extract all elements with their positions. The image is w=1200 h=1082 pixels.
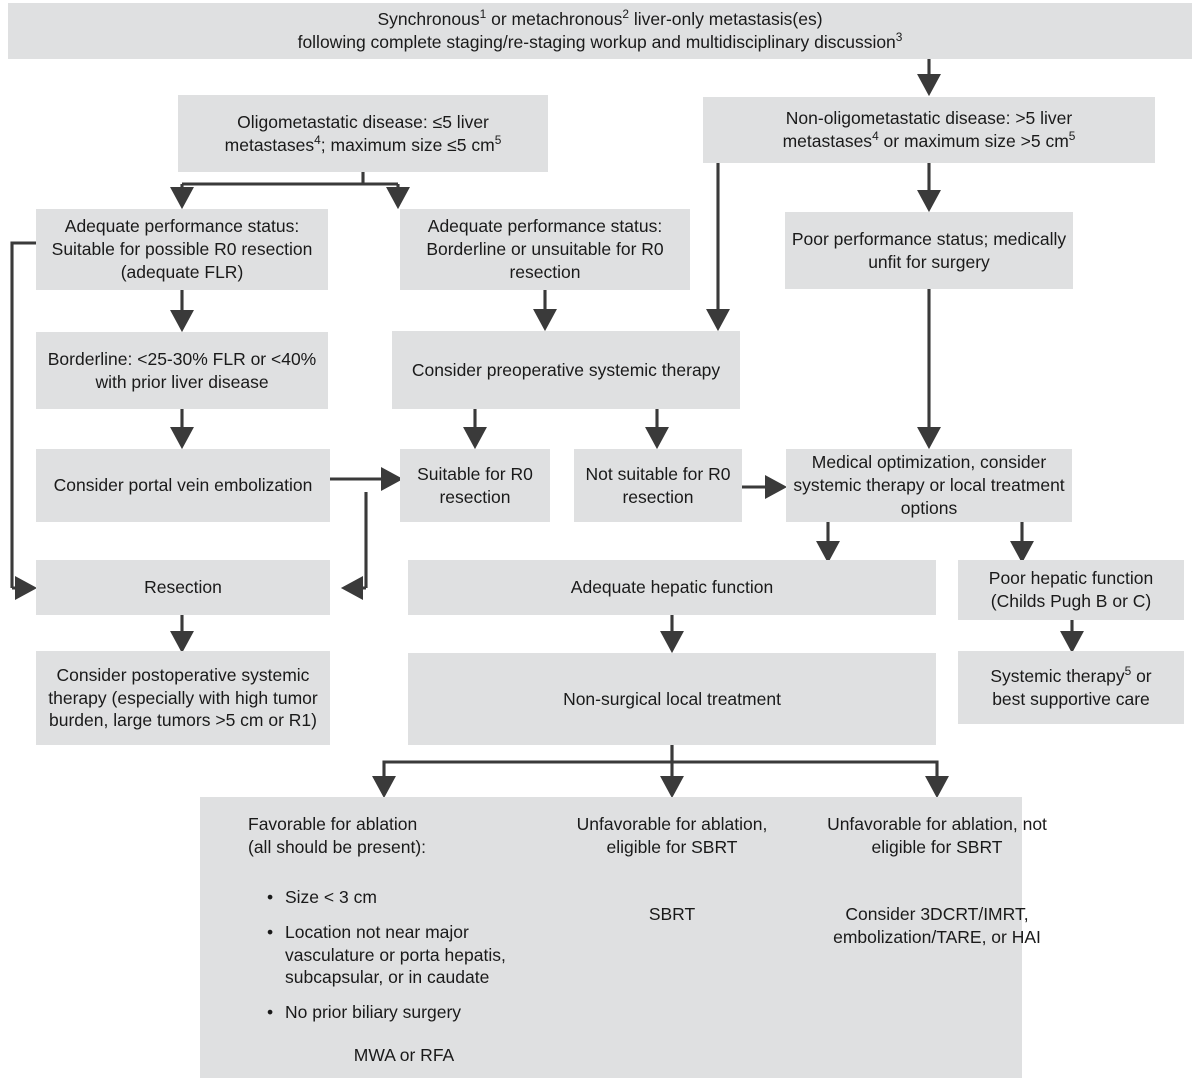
list-item: Size < 3 cm — [267, 886, 545, 909]
list-item: Location not near major vasculature or p… — [267, 921, 545, 989]
panel-col1-heading-line-2: (all should be present): — [248, 837, 427, 858]
non-oligometastatic-line-1: Non-oligometastatic disease: >5 liver — [785, 108, 1073, 129]
oligometastatic-line-1: Oligometastatic disease: ≤5 liver — [237, 111, 489, 132]
node-not-suitable-for-r0-resection: Not suitable for R0 resection — [574, 449, 742, 522]
node-consider-preoperative-systemic-therapy: Consider preoperative systemic therapy — [392, 331, 740, 409]
oligometastatic-line-2: metastases4; maximum size ≤5 cm5 — [224, 132, 502, 155]
panel-col2-outcome: SBRT — [648, 904, 696, 924]
panel-col3-heading-line-1: Unfavorable for ablation, not — [827, 814, 1047, 834]
node-adequate-ps-borderline: Adequate performance status: Borderline … — [400, 209, 690, 290]
systemic-therapy-line-1: Systemic therapy5 or — [990, 663, 1152, 686]
superscript-2: 2 — [622, 7, 630, 22]
panel-col3-heading-line-2: eligible for SBRT — [871, 837, 1003, 858]
superscript-4b: 4 — [872, 129, 879, 144]
superscript-5c: 5 — [1124, 663, 1132, 678]
superscript-4: 4 — [314, 132, 321, 147]
node-medical-optimization: Medical optimization, consider systemic … — [786, 449, 1072, 522]
panel-col2-heading-line-1: Unfavorable for ablation, — [576, 814, 768, 834]
node-adequate-hepatic-function: Adequate hepatic function — [408, 560, 936, 615]
panel-col3-outcome-line-1: Consider 3DCRT/IMRT, — [845, 904, 1029, 924]
panel-col2-heading-line-2: eligible for SBRT — [606, 837, 738, 858]
superscript-5b: 5 — [1068, 129, 1076, 144]
node-non-surgical-local-treatment: Non-surgical local treatment — [408, 653, 936, 745]
panel-col1-heading-line-1: Favorable for ablation — [248, 814, 418, 834]
panel-col2-heading: Unfavorable for ablation, eligible for S… — [552, 813, 792, 859]
non-oligometastatic-line-2: metastases4 or maximum size >5 cm5 — [782, 129, 1076, 151]
header-line-2: following complete staging/re-staging wo… — [297, 30, 903, 52]
panel-col3-outcome-line-2: embolization/TARE, or HAI — [833, 927, 1041, 948]
panel-col1-bullet-list: Size < 3 cm Location not near major vasc… — [267, 886, 545, 1036]
header-line-1: Synchronous1 or metachronous2 liver-only… — [377, 7, 823, 30]
superscript-5: 5 — [494, 132, 502, 147]
panel-col1-outcome: MWA or RFA — [353, 1045, 455, 1065]
list-item: No prior biliary surgery — [267, 1001, 545, 1024]
superscript-3: 3 — [895, 30, 903, 45]
panel-col3-heading: Unfavorable for ablation, not eligible f… — [817, 813, 1057, 859]
node-poor-performance-status: Poor performance status; medically unfit… — [785, 212, 1073, 289]
node-suitable-for-r0-resection: Suitable for R0 resection — [400, 449, 550, 522]
systemic-therapy-line-2: best supportive care — [992, 688, 1150, 709]
panel-col1-heading: Favorable for ablation (all should be pr… — [248, 813, 548, 859]
node-poor-hepatic-function: Poor hepatic function (Childs Pugh B or … — [958, 560, 1184, 620]
panel-col3-outcome: Consider 3DCRT/IMRT, embolization/TARE, … — [817, 903, 1057, 949]
node-systemic-therapy-best-supportive-care: Systemic therapy5 or best supportive car… — [958, 651, 1184, 724]
node-consider-portal-vein-embolization: Consider portal vein embolization — [36, 449, 330, 522]
superscript-1: 1 — [479, 7, 487, 22]
node-oligometastatic-disease: Oligometastatic disease: ≤5 liver metast… — [178, 95, 548, 172]
node-header: Synchronous1 or metachronous2 liver-only… — [8, 3, 1192, 59]
node-resection: Resection — [36, 560, 330, 615]
node-borderline-flr: Borderline: <25-30% FLR or <40% with pri… — [36, 332, 328, 409]
node-adequate-ps-suitable: Adequate performance status: Suitable fo… — [36, 209, 328, 290]
node-consider-postoperative-systemic-therapy: Consider postoperative systemic therapy … — [36, 651, 330, 745]
node-non-oligometastatic-disease: Non-oligometastatic disease: >5 liver me… — [703, 97, 1155, 163]
